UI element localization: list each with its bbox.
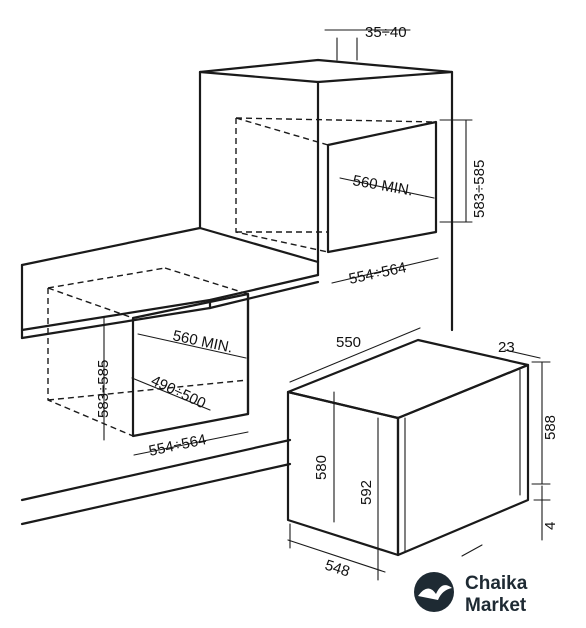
dim-oven-height-right: 588 — [542, 415, 559, 440]
column-cabinet — [198, 58, 454, 332]
dim-gap-top: 35÷40 — [365, 24, 407, 41]
dimension-labels: 35÷40 583÷585 560 MIN. 554÷564 560 MIN. … — [95, 24, 559, 581]
dim-door-thickness: 23 — [498, 339, 515, 356]
under-counter-cabinet — [20, 267, 292, 526]
dim-column-height: 583÷585 — [471, 160, 488, 218]
dim-bottom-gap: 4 — [542, 522, 559, 530]
oven — [286, 338, 530, 557]
logo: Chaika Market — [414, 572, 528, 616]
logo-line1: Chaika — [465, 573, 528, 594]
dim-oven-depth: 550 — [336, 334, 361, 351]
dimension-lines — [103, 29, 551, 581]
countertop — [20, 226, 320, 340]
dim-column-width: 554÷564 — [347, 259, 408, 288]
dim-column-depth: 560 MIN. — [351, 172, 414, 199]
dim-oven-front-height: 592 — [358, 480, 375, 505]
dim-under-depth: 560 MIN. — [171, 327, 234, 356]
dim-oven-body-height: 580 — [313, 455, 330, 480]
dim-under-inner-depth: 490÷500 — [148, 372, 208, 412]
dim-under-height: 583÷585 — [95, 360, 112, 418]
dim-under-width: 554÷564 — [147, 431, 208, 460]
dim-oven-width: 548 — [323, 557, 352, 581]
logo-line2: Market — [465, 595, 527, 616]
